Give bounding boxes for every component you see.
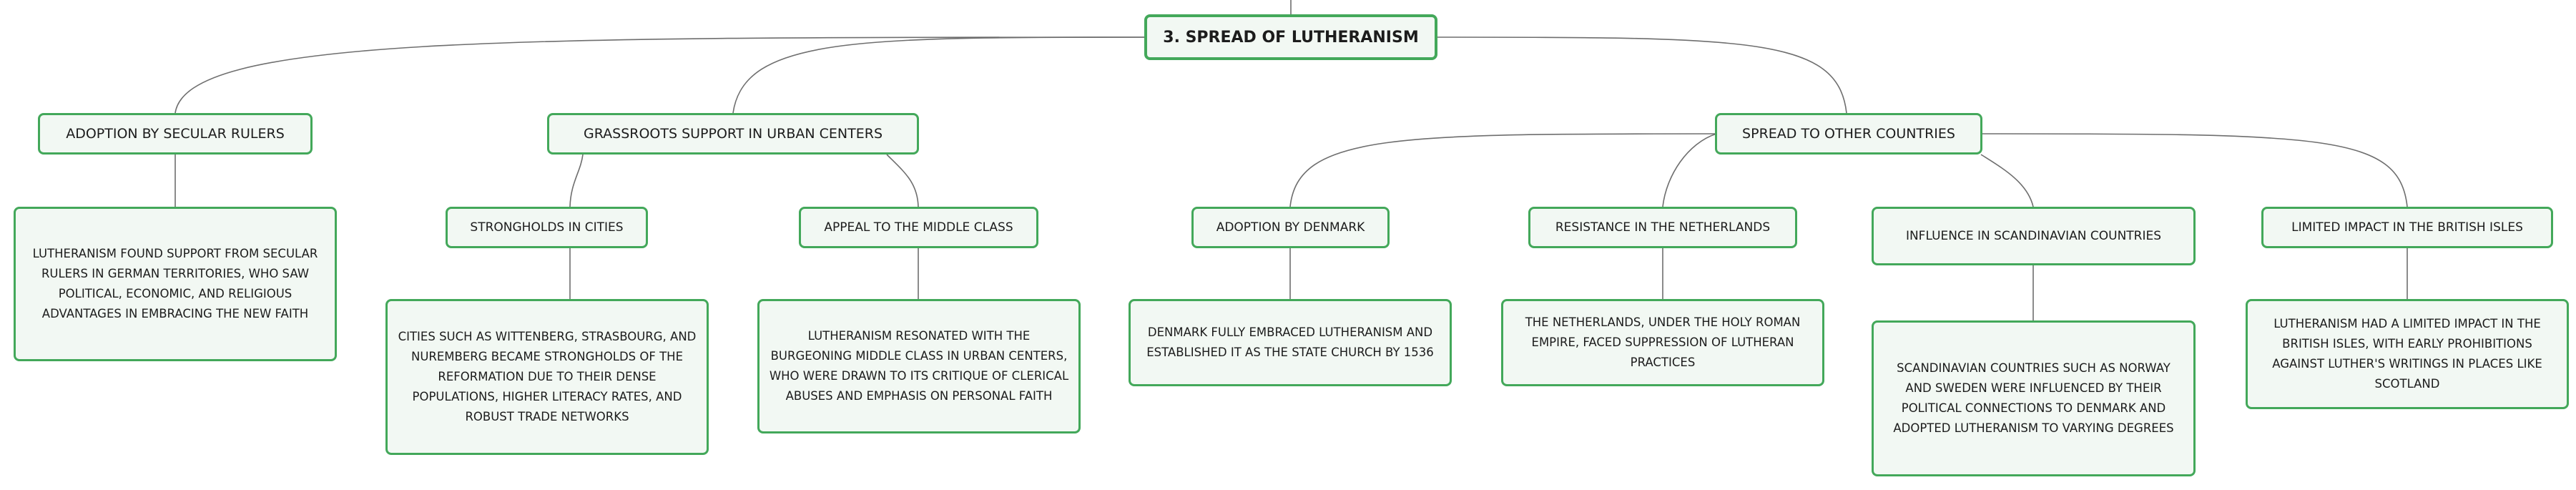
node-grassroots-support[interactable]: GRASSROOTS SUPPORT IN URBAN CENTERS xyxy=(547,113,919,155)
node-netherlands-detail-text: THE NETHERLANDS, UNDER THE HOLY ROMAN EM… xyxy=(1525,315,1801,369)
node-netherlands-detail[interactable]: THE NETHERLANDS, UNDER THE HOLY ROMAN EM… xyxy=(1501,299,1824,386)
node-appeal-to-middle-class-label: APPEAL TO THE MIDDLE CLASS xyxy=(824,220,1013,235)
node-strongholds-in-cities[interactable]: STRONGHOLDS IN CITIES xyxy=(446,207,648,248)
node-middle-class-detail-text: LUTHERANISM RESONATED WITH THE BURGEONIN… xyxy=(769,329,1069,403)
connector-root-secular xyxy=(174,36,1145,114)
node-denmark-detail[interactable]: DENMARK FULLY EMBRACED LUTHERANISM AND E… xyxy=(1129,299,1452,386)
node-strongholds-in-cities-label: STRONGHOLDS IN CITIES xyxy=(470,220,624,235)
connector-countries-scandinavia xyxy=(1980,154,2034,207)
connector-countries-british xyxy=(1980,133,2408,207)
node-adoption-by-denmark[interactable]: ADOPTION BY DENMARK xyxy=(1191,207,1390,248)
node-middle-class-detail[interactable]: LUTHERANISM RESONATED WITH THE BURGEONIN… xyxy=(757,299,1081,433)
node-strongholds-detail[interactable]: CITIES SUCH AS WITTENBERG, STRASBOURG, A… xyxy=(385,299,709,455)
connector-grassroots-strongholds xyxy=(569,154,584,207)
node-adoption-by-secular-rulers-label: ADOPTION BY SECULAR RULERS xyxy=(66,126,285,142)
node-british-isles-detail-text: LUTHERANISM HAD A LIMITED IMPACT IN THE … xyxy=(2272,317,2542,391)
connector-root-countries xyxy=(1437,36,1847,114)
node-appeal-to-middle-class[interactable]: APPEAL TO THE MIDDLE CLASS xyxy=(799,207,1038,248)
node-strongholds-detail-text: CITIES SUCH AS WITTENBERG, STRASBOURG, A… xyxy=(398,330,697,423)
node-denmark-detail-text: DENMARK FULLY EMBRACED LUTHERANISM AND E… xyxy=(1146,325,1434,359)
connector-countries-denmark xyxy=(1289,133,1717,207)
node-spread-to-other-countries[interactable]: SPREAD TO OTHER COUNTRIES xyxy=(1715,113,1982,155)
node-secular-rulers-detail-text: LUTHERANISM FOUND SUPPORT FROM SECULAR R… xyxy=(32,247,318,320)
node-spread-to-other-countries-label: SPREAD TO OTHER COUNTRIES xyxy=(1742,126,1955,142)
node-adoption-by-secular-rulers[interactable]: ADOPTION BY SECULAR RULERS xyxy=(38,113,313,155)
node-influence-in-scandinavia-label: INFLUENCE IN SCANDINAVIAN COUNTRIES xyxy=(1905,229,2162,243)
connector-root-grassroots xyxy=(732,36,1145,114)
node-limited-impact-british-isles[interactable]: LIMITED IMPACT IN THE BRITISH ISLES xyxy=(2261,207,2553,248)
node-influence-in-scandinavia[interactable]: INFLUENCE IN SCANDINAVIAN COUNTRIES xyxy=(1872,207,2196,265)
root-node-label: 3. SPREAD OF LUTHERANISM xyxy=(1163,28,1419,46)
connector-grassroots-middleclass xyxy=(886,154,919,207)
node-scandinavia-detail-text: SCANDINAVIAN COUNTRIES SUCH AS NORWAY AN… xyxy=(1893,361,2174,435)
node-secular-rulers-detail[interactable]: LUTHERANISM FOUND SUPPORT FROM SECULAR R… xyxy=(14,207,337,361)
node-limited-impact-british-isles-label: LIMITED IMPACT IN THE BRITISH ISLES xyxy=(2291,220,2523,235)
node-british-isles-detail[interactable]: LUTHERANISM HAD A LIMITED IMPACT IN THE … xyxy=(2246,299,2569,409)
connector-countries-netherlands xyxy=(1662,133,1717,207)
node-resistance-in-netherlands[interactable]: RESISTANCE IN THE NETHERLANDS xyxy=(1528,207,1797,248)
node-resistance-in-netherlands-label: RESISTANCE IN THE NETHERLANDS xyxy=(1555,220,1771,235)
root-node[interactable]: 3. SPREAD OF LUTHERANISM xyxy=(1144,14,1437,60)
node-grassroots-support-label: GRASSROOTS SUPPORT IN URBAN CENTERS xyxy=(584,126,883,142)
node-scandinavia-detail[interactable]: SCANDINAVIAN COUNTRIES SUCH AS NORWAY AN… xyxy=(1872,320,2196,476)
node-adoption-by-denmark-label: ADOPTION BY DENMARK xyxy=(1216,220,1365,235)
